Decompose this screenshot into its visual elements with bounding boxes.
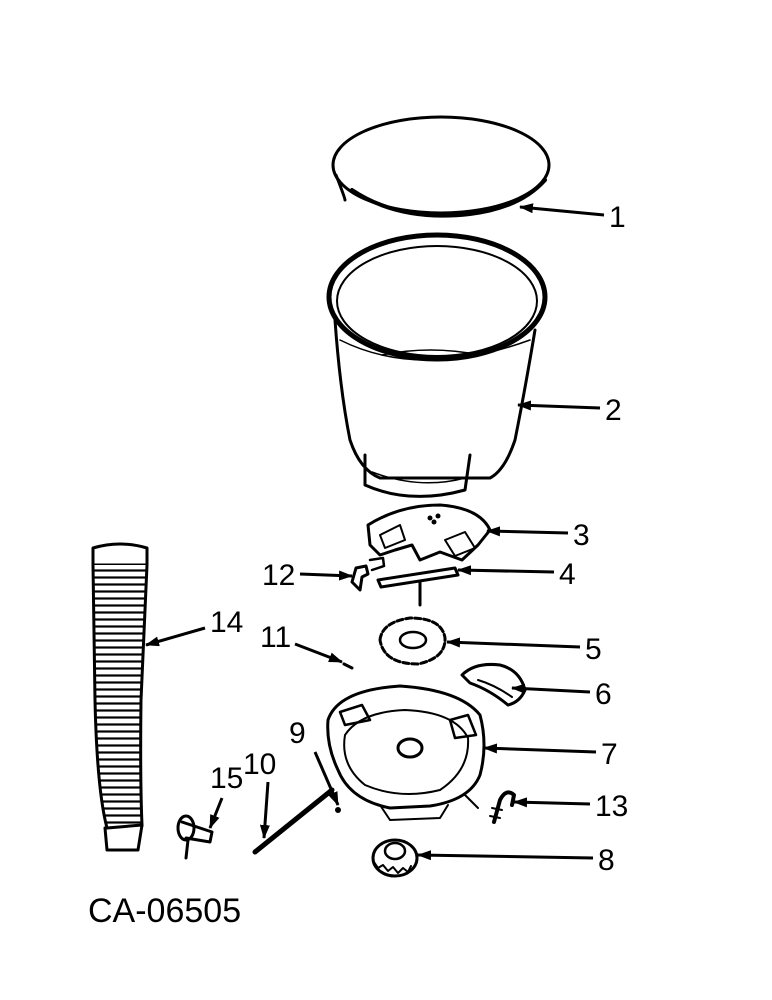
part-knockout [460,663,527,707]
callout-9: 9 [289,717,306,750]
callout-3: 3 [573,519,590,552]
part-clip [350,556,386,592]
callout-4: 4 [559,558,576,591]
part-small-pin [342,662,354,670]
part-rod [252,787,335,855]
callout-12: 12 [262,559,295,592]
part-pin [335,807,341,813]
part-shaft-bar [376,566,460,607]
callout-11: 11 [260,621,291,654]
part-lid [331,115,551,218]
leader-lines [145,203,605,861]
part-clamp [176,814,214,860]
callout-8: 8 [598,844,615,877]
callout-7: 7 [601,738,618,771]
part-drive-gear [371,838,419,878]
callout-labels: 1 2 3 4 5 6 7 8 9 10 11 12 13 14 15 [210,201,628,877]
callout-6: 6 [595,678,612,711]
reference-code: CA-06505 [88,892,241,930]
callout-5: 5 [585,633,602,666]
part-hook [489,790,516,824]
part-seed-plate [378,616,447,666]
callout-10: 10 [243,748,276,781]
part-seed-tube [91,542,149,852]
callout-1: 1 [609,201,626,234]
part-hopper [326,232,548,498]
part-base-housing [326,684,486,821]
callout-2: 2 [605,394,622,427]
part-cover-plate [366,503,492,562]
callout-14: 14 [210,606,243,639]
callout-13: 13 [595,790,628,823]
callout-15: 15 [210,762,243,795]
